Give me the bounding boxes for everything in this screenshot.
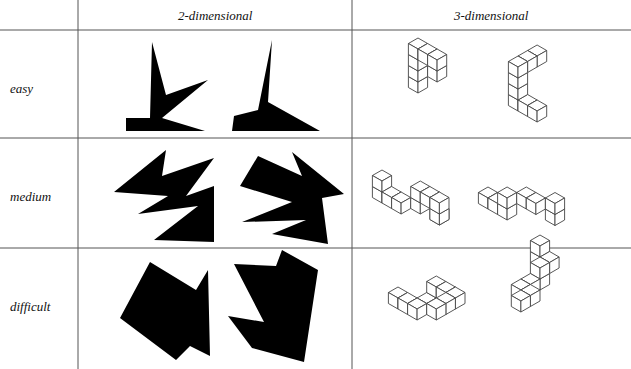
- cube-face: [521, 296, 531, 313]
- row-header: easy: [10, 82, 33, 95]
- cube-face: [511, 296, 521, 313]
- cube-face: [382, 192, 392, 209]
- cube-face: [420, 192, 430, 209]
- cube-face: [411, 187, 421, 204]
- column-header: 3-dimensional: [454, 9, 528, 22]
- cube-face: [436, 304, 446, 321]
- cube-face: [540, 263, 550, 280]
- cube-face: [507, 193, 517, 210]
- cube-figures: [372, 38, 564, 320]
- row-header: medium: [10, 190, 51, 203]
- cube-face: [427, 282, 437, 299]
- cube-face: [430, 198, 440, 215]
- flat-shapes: [114, 40, 344, 362]
- cube-face: [526, 198, 536, 215]
- cube-face: [536, 198, 546, 215]
- cube-face: [408, 44, 418, 61]
- cube-face: [408, 304, 418, 321]
- cube-face: [530, 241, 540, 258]
- cube-face: [518, 62, 528, 79]
- cube-face: [555, 198, 565, 215]
- cube-face: [550, 257, 560, 274]
- cube-face: [455, 293, 465, 310]
- cube-face: [401, 198, 411, 215]
- cube-face: [439, 198, 449, 215]
- cube-face: [417, 304, 427, 321]
- cube-face: [508, 62, 518, 79]
- column-header: 2-dimensional: [178, 9, 252, 22]
- cube-face: [418, 49, 428, 66]
- cube-face: [537, 51, 547, 68]
- cube-face: [537, 106, 547, 123]
- cube-face: [427, 304, 437, 321]
- cube-face: [517, 193, 527, 210]
- cube-face: [446, 298, 456, 315]
- cube-face: [398, 298, 408, 315]
- cube-face: [528, 56, 538, 73]
- cube-face: [428, 55, 438, 72]
- cube-face: [478, 193, 488, 210]
- cube-face: [372, 176, 382, 193]
- cube-face: [437, 55, 447, 72]
- cube-face: [388, 293, 398, 310]
- cube-face: [392, 198, 402, 215]
- cube-face: [518, 100, 528, 117]
- cube-face: [498, 193, 508, 210]
- row-header: difficult: [10, 300, 50, 313]
- cube-face: [528, 106, 538, 123]
- cube-face: [545, 198, 555, 215]
- cube-face: [488, 198, 498, 215]
- cube-face: [530, 290, 540, 307]
